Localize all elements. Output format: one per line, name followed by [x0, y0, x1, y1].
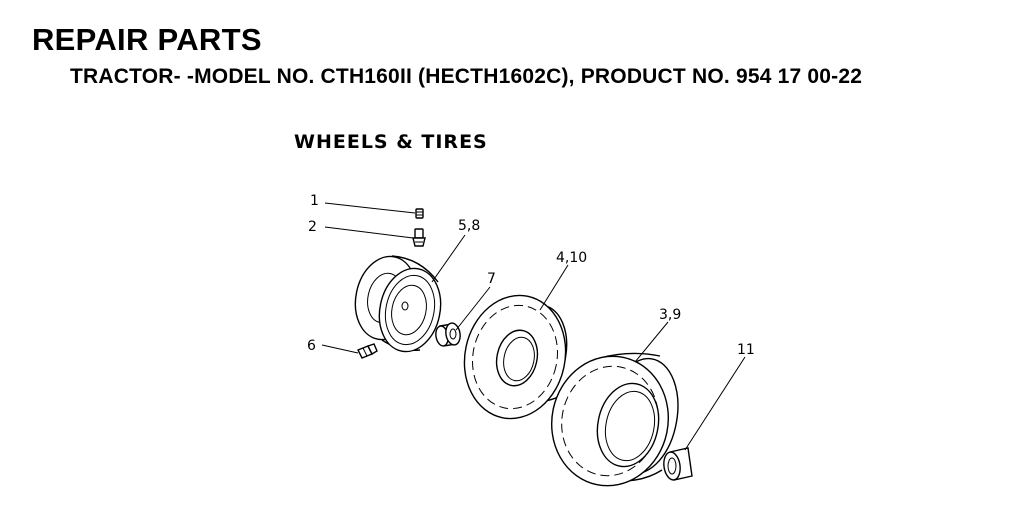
callout-7: 7: [487, 271, 496, 287]
callout-3-9: 3,9: [659, 307, 681, 323]
callout-6: 6: [307, 338, 316, 354]
part-rear-tire: [550, 352, 679, 487]
leader-lines: [321, 202, 746, 451]
part-valve-stem: [412, 228, 426, 247]
callout-5-8: 5,8: [458, 218, 480, 234]
leader-3-9: [634, 321, 669, 363]
page-title: REPAIR PARTS: [32, 22, 262, 57]
leader-11: [684, 356, 746, 451]
part-bushing: [435, 322, 461, 347]
part-hub-cap: [663, 447, 693, 481]
callout-11: 11: [737, 342, 755, 358]
part-grease-fitting: [357, 343, 378, 359]
leader-6: [321, 344, 359, 354]
part-front-tire: [463, 294, 568, 420]
section-title: WHEELS & TIRES: [294, 131, 488, 153]
leader-1: [324, 202, 416, 214]
leader-5-8: [431, 234, 466, 283]
callout-1: 1: [310, 193, 319, 209]
leader-7: [455, 286, 491, 331]
model-subtitle: TRACTOR- -MODEL NO. CTH160II (HECTH1602C…: [70, 65, 863, 88]
part-valve-cap: [415, 208, 424, 219]
callout-4-10: 4,10: [556, 250, 587, 266]
callout-2: 2: [308, 219, 317, 235]
leader-2: [324, 226, 414, 239]
part-rim: [354, 255, 442, 353]
leader-4-10: [539, 264, 569, 311]
